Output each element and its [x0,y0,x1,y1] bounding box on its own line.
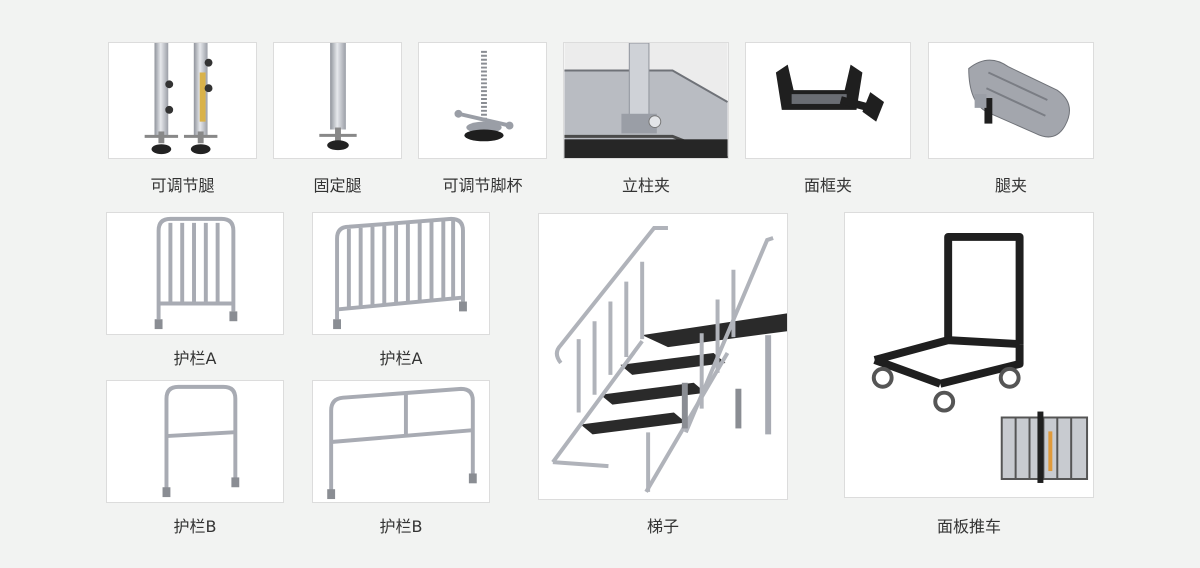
product-label: 梯子 [646,517,679,536]
leg-clamp-icon [968,59,1070,138]
product-label: 护栏B [173,517,217,536]
product-card-column-clamp[interactable] [563,42,729,159]
adjustable-leg-icon [144,43,218,155]
product-label: 护栏B [379,517,423,536]
product-card-guardrail-b-short[interactable] [106,380,284,503]
product-card-leg-clamp[interactable] [928,42,1094,159]
panel-frame-clamp-icon [775,64,885,122]
guardrail-b-short-icon [162,384,240,498]
product-card-panel-cart[interactable] [844,212,1094,498]
product-card-panel-frame-clamp[interactable] [745,42,911,159]
adjustable-foot-cup-icon [454,50,514,142]
guardrail-b-long-icon [327,386,477,500]
product-card-guardrail-b-long[interactable] [312,380,490,503]
product-card-ladder[interactable] [538,213,788,500]
guardrail-a-long-icon [333,216,467,330]
product-label: 护栏A [379,349,423,368]
product-label: 护栏A [173,349,217,368]
fixed-leg-icon [319,43,357,151]
ladder-icon [551,226,787,493]
panel-cart-icon [871,232,1089,483]
product-label: 可调节腿 [150,176,215,195]
product-card-adjustable-leg[interactable] [108,42,257,159]
product-card-guardrail-a-short[interactable] [106,212,284,335]
product-card-fixed-leg[interactable] [273,42,402,159]
guardrail-a-short-icon [154,216,238,330]
product-label: 面板推车 [936,517,1001,536]
product-card-adjustable-foot-cup[interactable] [418,42,547,159]
product-card-guardrail-a-long[interactable] [312,212,490,335]
product-label: 腿夹 [994,176,1027,195]
product-label: 可调节脚杯 [442,176,523,195]
product-label: 固定腿 [313,176,362,195]
column-clamp-icon [564,43,728,158]
product-label: 立柱夹 [621,176,670,195]
product-label: 面框夹 [803,176,852,195]
